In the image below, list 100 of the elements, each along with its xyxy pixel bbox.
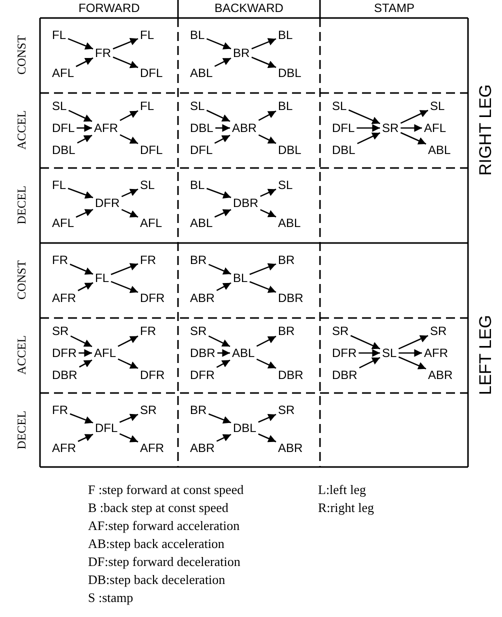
arrow	[251, 38, 276, 50]
arrow	[79, 360, 92, 368]
arrow	[206, 38, 232, 50]
state-label: FL	[52, 178, 66, 192]
arrow	[121, 188, 138, 198]
arrow	[119, 414, 138, 423]
state-label: DBL	[278, 66, 302, 80]
arrow	[76, 57, 94, 68]
arrow	[256, 336, 276, 347]
arrow	[214, 134, 230, 144]
state-label: ABL	[190, 216, 213, 230]
arrow	[398, 349, 422, 357]
state-label: SR	[430, 324, 447, 338]
arrow	[112, 56, 138, 68]
arrow	[350, 335, 380, 350]
state-label: DBR	[52, 368, 78, 382]
state-label: BL	[233, 271, 248, 285]
state-label: AFR	[52, 441, 76, 455]
state-label: BL	[278, 99, 293, 113]
arrow	[208, 335, 230, 348]
state-label: BR	[233, 46, 250, 60]
state-label: AFL	[52, 66, 74, 80]
state-label: DBL	[278, 143, 302, 157]
state-label: AFL	[94, 346, 116, 360]
state-label: ABL	[278, 216, 301, 230]
row-header: CONST	[14, 260, 30, 300]
state-label: DFL	[140, 66, 163, 80]
state-label: DBL	[52, 143, 76, 157]
state-label: ABR	[428, 368, 453, 382]
state-label: DBL	[332, 143, 356, 157]
arrow	[70, 336, 92, 348]
arrow	[112, 38, 138, 50]
arrow	[76, 124, 92, 132]
arrow	[68, 38, 94, 50]
legend-entry: L:left leg	[318, 482, 366, 498]
arrow	[249, 263, 276, 275]
arrow	[400, 124, 422, 132]
state-label: AFR	[94, 121, 118, 135]
arrow	[78, 282, 94, 292]
column-header: BACKWARD	[214, 1, 284, 15]
legend-entry: AB:step back acceleration	[88, 536, 224, 552]
arrow	[216, 360, 230, 368]
state-label: DFR	[190, 368, 215, 382]
arrow	[258, 110, 276, 121]
state-label: ABR	[232, 121, 257, 135]
state-label: SL	[52, 99, 67, 113]
state-label: SL	[382, 346, 397, 360]
arrow	[217, 349, 230, 357]
state-label: SL	[332, 99, 347, 113]
state-label: ABR	[190, 291, 215, 305]
state-label: SL	[140, 178, 155, 192]
arrow	[258, 134, 276, 144]
state-label: SR	[140, 403, 157, 417]
state-label: BR	[278, 253, 295, 267]
row-header: ACCEL	[14, 110, 30, 150]
state-label: ABL	[232, 346, 255, 360]
arrow	[359, 357, 380, 368]
state-label: SL	[430, 99, 445, 113]
state-label: FR	[140, 253, 156, 267]
arrow	[110, 263, 138, 276]
state-label: FR	[52, 403, 68, 417]
column-header: STAMP	[374, 1, 414, 15]
legend-entry: S :stamp	[88, 590, 134, 606]
state-label: DBR	[278, 368, 304, 382]
arrow	[76, 208, 94, 218]
arrow	[68, 110, 92, 122]
arrow	[70, 413, 94, 424]
state-label: SL	[190, 99, 205, 113]
state-label: ABR	[278, 441, 303, 455]
state-label: AFL	[424, 121, 446, 135]
row-header: DECEL	[14, 186, 30, 224]
state-label: BL	[190, 178, 205, 192]
row-header: ACCEL	[14, 335, 30, 375]
state-label: DFR	[52, 346, 77, 360]
arrow	[214, 58, 232, 67]
arrow	[110, 280, 138, 294]
arrow	[260, 209, 276, 218]
arrow	[258, 433, 276, 442]
arrow	[260, 188, 276, 197]
state-label: AFR	[52, 291, 76, 305]
arrow	[68, 188, 94, 199]
arrow	[258, 414, 276, 423]
arrow	[77, 134, 92, 144]
arrow	[251, 56, 276, 68]
legend-entry: F :step forward at const speed	[88, 482, 244, 498]
state-label: SR	[190, 324, 207, 338]
state-label: DFL	[52, 121, 75, 135]
state-label: DFR	[332, 346, 357, 360]
row-header: DECEL	[14, 410, 30, 450]
state-label: BR	[190, 253, 207, 267]
column-header: FORWARD	[78, 1, 140, 15]
arrow	[398, 335, 428, 350]
state-label: DFR	[95, 196, 120, 210]
arrow	[216, 434, 232, 442]
arrow	[121, 208, 138, 218]
state-label: BR	[190, 403, 207, 417]
arrow	[256, 358, 276, 369]
legend-entry: DF:step forward deceleration	[88, 554, 240, 570]
state-label: DBR	[233, 196, 258, 210]
arrow	[215, 124, 230, 132]
